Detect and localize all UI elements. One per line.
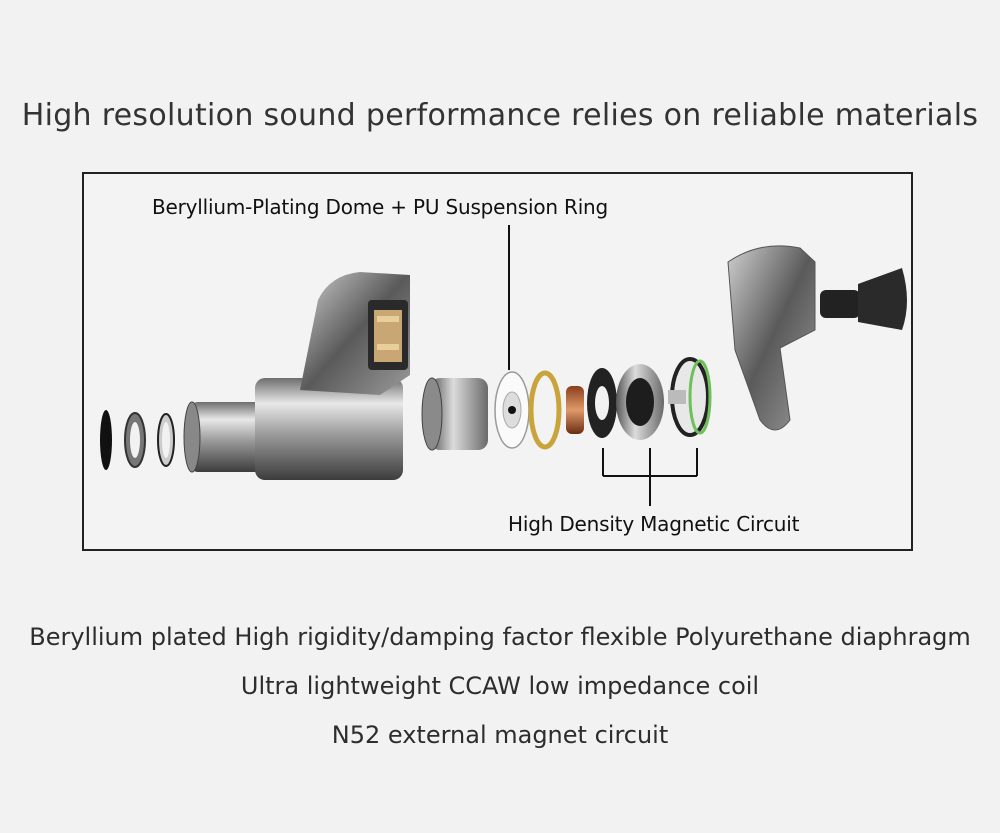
magnetic-callout-label: High Density Magnetic Circuit [508,512,800,536]
pu-suspension-ring [528,370,562,450]
magnetic-bracket [602,448,698,506]
page-headline: High resolution sound performance relies… [21,98,979,134]
main-housing [183,272,410,480]
dome-diaphragm [494,371,530,449]
cylinder-magnet [421,377,488,451]
filter-rings [100,410,175,470]
feature-list: Beryllium plated High rigidity/damping f… [0,613,1000,760]
ccaw-coil [566,386,584,434]
magnetic-circuit [587,357,712,440]
rear-shell [727,245,816,431]
feature-diaphragm: Beryllium plated High rigidity/damping f… [29,623,971,651]
feature-magnet: N52 external magnet circuit [331,721,669,749]
feature-coil: Ultra lightweight CCAW low impedance coi… [240,672,760,700]
dome-callout-label: Beryllium-Plating Dome + PU Suspension R… [152,195,609,219]
ear-tip [820,268,907,330]
